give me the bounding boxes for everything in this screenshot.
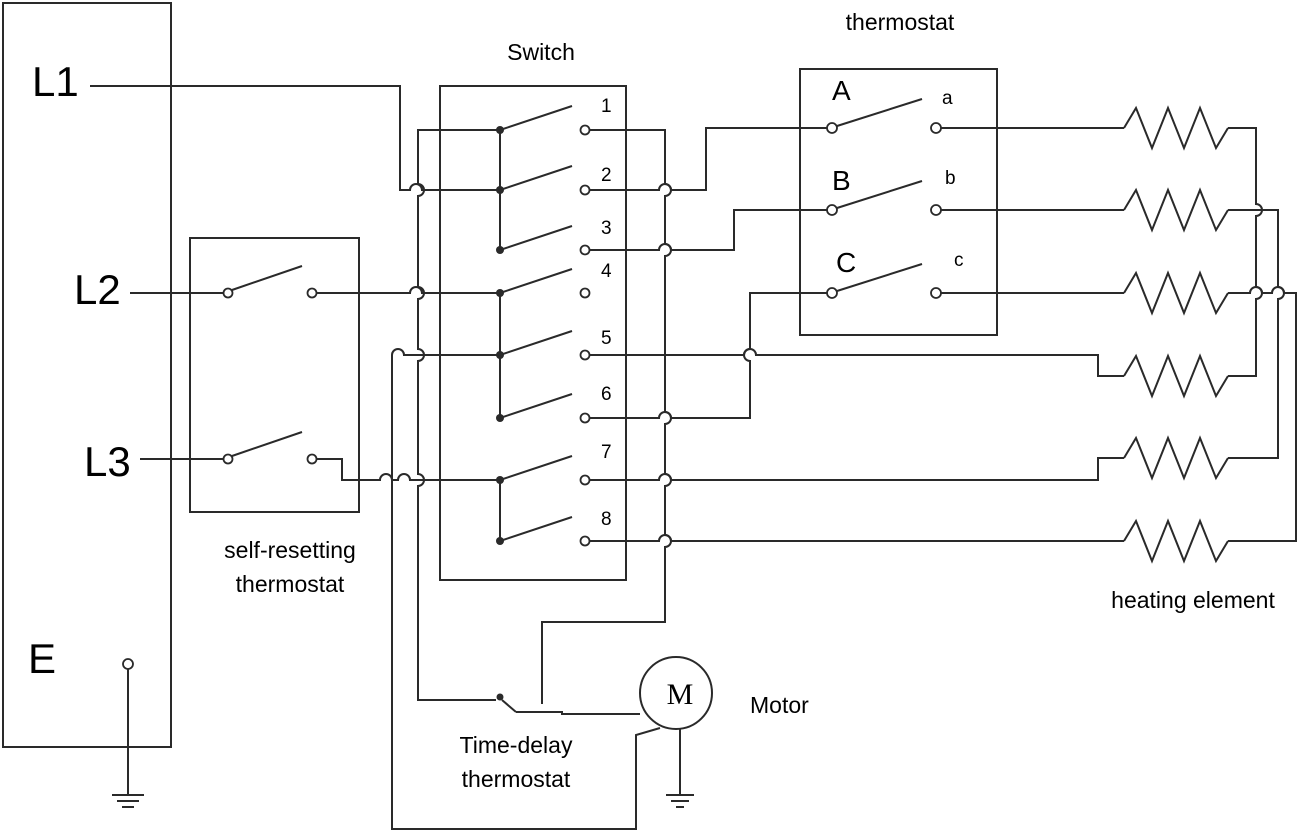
heater-star-wire-1 — [1228, 127, 1263, 377]
heating-element-label: heating element — [1111, 587, 1275, 613]
switch-blade-4 — [499, 268, 573, 294]
l1-wire — [90, 85, 500, 191]
thermostat-b-blade — [836, 180, 923, 209]
switch-out-7-to-heater — [590, 457, 1124, 481]
supply-panel — [2, 2, 172, 748]
thermostat-a-out-terminal — [930, 122, 942, 134]
sr-l3-blade — [231, 431, 303, 457]
switch-pivot-6 — [496, 414, 504, 422]
thermostat-input-b: B — [832, 165, 851, 196]
switch-contact-4 — [579, 287, 591, 299]
switch-blade-5 — [499, 330, 573, 356]
thermostat-box — [799, 68, 998, 336]
switch-contact-6 — [579, 412, 591, 424]
switch-contact-2 — [579, 184, 591, 196]
thermostat-c-blade — [836, 263, 923, 292]
l3-wire-out — [317, 458, 500, 481]
time-delay-label-1: Time-delay — [460, 732, 573, 758]
l2-wire-out — [317, 286, 500, 294]
sr-l2-out-terminal — [306, 287, 318, 299]
sr-l3-in-terminal — [222, 453, 234, 465]
sr-l2-in-terminal — [222, 287, 234, 299]
motor-icon — [639, 656, 713, 730]
switch-title: Switch — [507, 39, 575, 65]
thermostat-a-blade — [836, 98, 923, 127]
switch-position-2: 2 — [601, 165, 612, 186]
thermostat-a-in-terminal — [826, 122, 838, 134]
motor-symbol: M — [667, 678, 694, 711]
switch-position-6: 6 — [601, 384, 612, 405]
self-resetting-label-1: self-resetting — [224, 537, 356, 563]
switch-position-5: 5 — [601, 328, 612, 349]
switch-pivot-2 — [496, 186, 504, 194]
thermostat-output-c: c — [954, 250, 964, 271]
time-delay-out-wire — [516, 711, 640, 715]
earth-terminal — [122, 658, 134, 670]
thermostat-c-in-terminal — [826, 287, 838, 299]
switch-blade-6 — [499, 393, 573, 419]
switch-pivot-4 — [496, 289, 504, 297]
switch-pivot-8 — [496, 537, 504, 545]
time-delay-blade — [501, 699, 517, 713]
switch-position-1: 1 — [601, 96, 612, 117]
thermostat-input-c: C — [836, 247, 856, 278]
switch-link-left — [417, 129, 500, 701]
earth-ground-icon — [112, 794, 144, 808]
switch-pivot-3 — [496, 246, 504, 254]
switch-blade-1 — [499, 105, 573, 131]
switch-pivot-7 — [496, 476, 504, 484]
switch-position-7: 7 — [601, 442, 612, 463]
self-resetting-thermostat-box — [189, 237, 360, 513]
switch-position-4: 4 — [601, 261, 612, 282]
switch-contact-8 — [579, 535, 591, 547]
heating-element-1 — [1123, 105, 1229, 151]
motor-label: Motor — [750, 692, 809, 718]
heating-element-5 — [1123, 435, 1229, 481]
label-l1: L1 — [32, 58, 79, 105]
switch-position-3: 3 — [601, 218, 612, 239]
switch-contact-1 — [579, 124, 591, 136]
switch-blade-8 — [499, 516, 573, 542]
switch-blade-2 — [499, 165, 573, 191]
thermostat-b-in-terminal — [826, 204, 838, 216]
self-resetting-label-2: thermostat — [236, 571, 345, 597]
switch-out-3-to-thermostat-b — [590, 209, 828, 251]
heating-element-6 — [1123, 518, 1229, 564]
heater-star-wire-3 — [1228, 286, 1297, 542]
thermostat-output-b: b — [945, 168, 956, 189]
sr-l2-blade — [231, 265, 303, 291]
label-l3: L3 — [84, 438, 131, 485]
switch-position-8: 8 — [601, 509, 612, 530]
switch-out-2-to-thermostat-a — [590, 127, 828, 191]
switch-box — [439, 85, 627, 581]
time-delay-contact — [496, 693, 504, 701]
time-delay-label-2: thermostat — [462, 766, 571, 792]
switch-contact-3 — [579, 244, 591, 256]
heating-element-2 — [1123, 187, 1229, 233]
switch-contact-7 — [579, 474, 591, 486]
switch-out-8-to-heater — [590, 534, 1124, 542]
switch-contact-5 — [579, 349, 591, 361]
motor-ground-icon — [666, 794, 694, 808]
heating-element-3 — [1123, 270, 1229, 316]
sr-l3-out-terminal — [306, 453, 318, 465]
thermostat-b-out-terminal — [930, 204, 942, 216]
thermostat-output-a: a — [942, 88, 953, 109]
label-earth: E — [28, 635, 56, 682]
motor-return-loop — [391, 348, 661, 830]
thermostat-input-a: A — [832, 75, 851, 106]
label-l2: L2 — [74, 266, 121, 313]
switch-bus-5-line — [410, 348, 1124, 377]
thermostat-c-out-terminal — [930, 287, 942, 299]
heating-element-4 — [1123, 353, 1229, 399]
switch-blade-7 — [499, 455, 573, 481]
switch-blade-3 — [499, 225, 573, 251]
thermostat-title: thermostat — [846, 9, 955, 35]
